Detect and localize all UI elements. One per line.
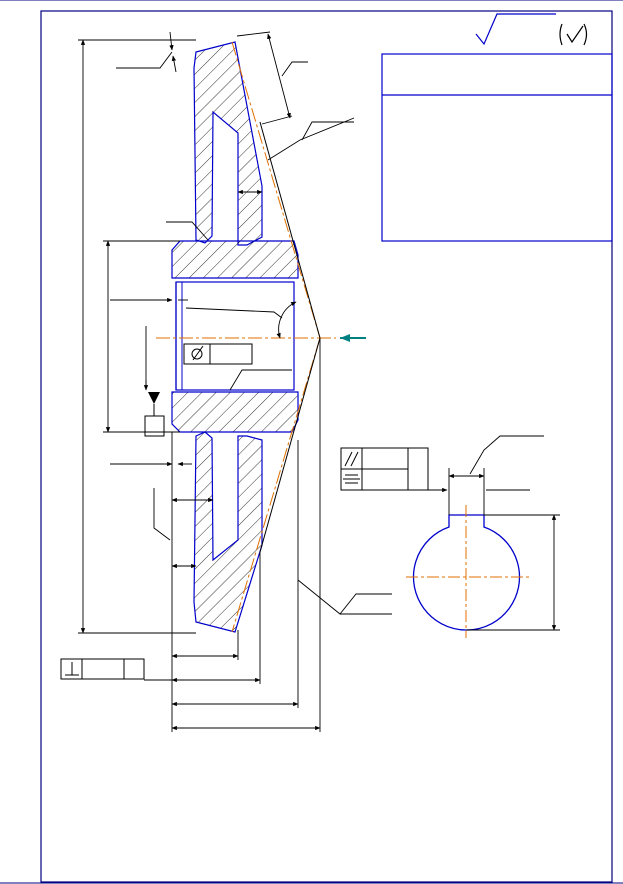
hub-bore <box>175 281 295 391</box>
circular-runout-icon <box>191 345 204 361</box>
keyway-tolerance-frame <box>340 447 444 491</box>
bevel-gear-section-view <box>156 41 366 633</box>
lower-hub-section <box>171 391 299 433</box>
direction-arrow-icon <box>340 334 366 342</box>
surface-roughness-bracket-icon <box>559 23 588 46</box>
datum-triangle-icon <box>144 392 165 437</box>
symmetry-icon <box>343 474 360 484</box>
parallelism-icon <box>344 451 359 467</box>
upper-hub-section <box>171 240 299 279</box>
runout-tolerance-frame <box>183 343 253 365</box>
gear-parameter-table <box>381 53 613 242</box>
surface-roughness-icon <box>475 13 556 46</box>
dimension-lines <box>78 31 392 732</box>
perpendicularity-tolerance-frame <box>60 658 145 680</box>
hub-keyway-view <box>406 505 530 638</box>
keyway-dimensions <box>430 435 560 631</box>
lower-gear-web-section <box>193 431 263 633</box>
perpendicularity-icon <box>65 662 79 676</box>
upper-gear-web-section <box>193 41 263 246</box>
